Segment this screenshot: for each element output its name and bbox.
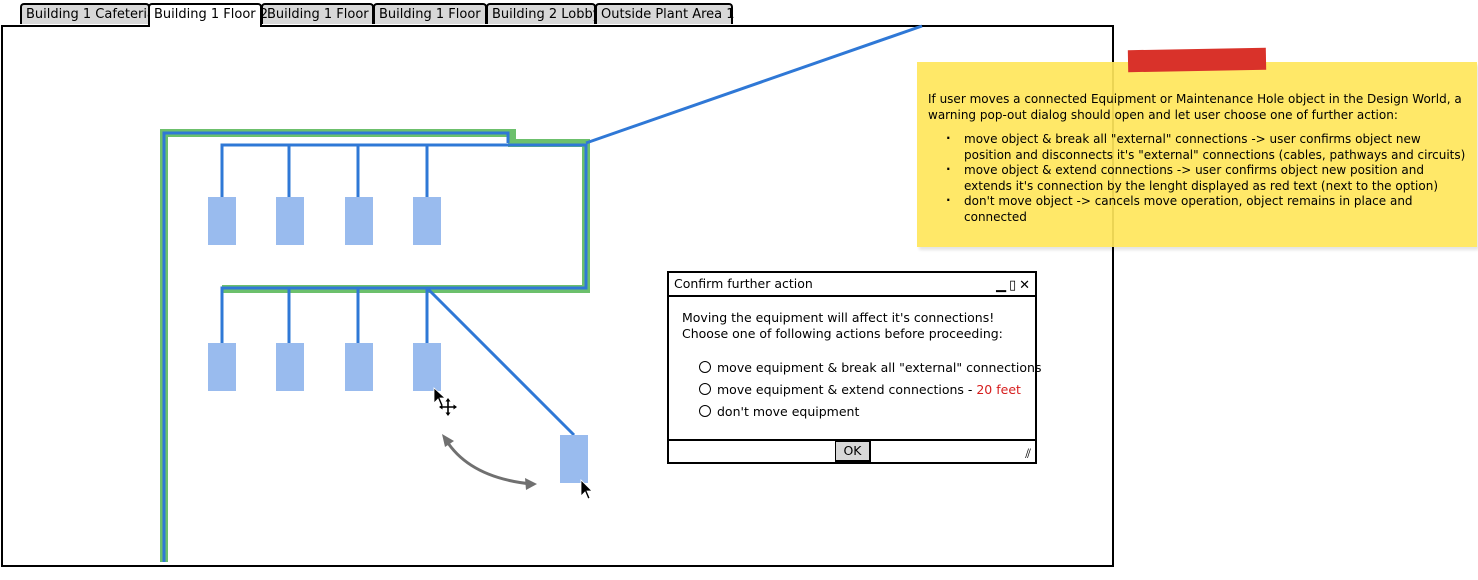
dialog-footer: OK ⫽ [669,439,1035,464]
sticky-note-text: If user moves a connected Equipment or M… [928,92,1468,225]
sticky-tape [1127,47,1267,73]
radio-button[interactable] [699,361,711,373]
callout-line [585,24,923,145]
close-icon[interactable]: ✕ [1019,278,1031,293]
equipment-box[interactable] [208,197,236,245]
option-break-connections[interactable]: move equipment & break all "external" co… [699,360,1041,376]
equipment-box-original-position[interactable] [413,343,441,391]
tab-building-1-floor-3[interactable]: Building 1 Floor 3 [261,3,381,24]
note-list: move object & break all "external" conne… [928,131,1468,225]
move-direction-arrow-icon [442,434,537,490]
note-intro: If user moves a connected Equipment or M… [928,92,1462,122]
equipment-box-moved[interactable] [560,435,588,483]
dialog-title-bar[interactable]: Confirm further action ▁▯✕ [669,273,1035,297]
option-extend-connections[interactable]: move equipment & extend connections - 20… [699,382,1021,398]
tab-building-1-floor-2[interactable]: Building 1 Floor 2 [148,3,268,27]
equipment-box[interactable] [345,197,373,245]
maximize-icon[interactable]: ▯ [1008,278,1018,293]
dialog-message-line-1: Moving the equipment will affect it's co… [682,310,995,325]
option-label: move equipment & break all "external" co… [717,360,1042,375]
equipment-box[interactable] [208,343,236,391]
resize-grip-icon[interactable]: ⫽ [1025,447,1031,462]
note-item: move object & extend connections -> user… [946,162,1468,194]
minimize-icon[interactable]: ▁ [995,278,1007,293]
confirm-dialog: Confirm further action ▁▯✕ Moving the eq… [667,271,1041,464]
tab-building-1-cafeteria[interactable]: Building 1 Cafeteria [20,3,155,24]
note-item: move object & break all "external" conne… [946,131,1468,163]
equipment-box[interactable] [413,197,441,245]
tab-building-2-lobby[interactable]: Building 2 Lobby [486,3,600,24]
option-label: move equipment & extend connections - [717,382,977,397]
cable-network [162,24,923,562]
dialog-title: Confirm further action [674,276,813,291]
pointer-cursor-icon [580,479,593,500]
equipment-box[interactable] [345,343,373,391]
radio-button[interactable] [699,383,711,395]
ok-button[interactable]: OK [835,441,871,462]
radio-button[interactable] [699,405,711,417]
equipment-box[interactable] [276,343,304,391]
note-item: don't move object -> cancels move operat… [946,193,1468,225]
option-label: don't move equipment [717,404,860,419]
window-controls: ▁▯✕ [994,275,1031,297]
extend-length-value: 20 feet [976,382,1021,397]
tab-outside-plant-area-1[interactable]: Outside Plant Area 1 [595,3,735,24]
dialog-message: Moving the equipment will affect it's co… [682,310,1003,342]
dialog-message-line-2: Choose one of following actions before p… [682,326,1003,341]
option-dont-move[interactable]: don't move equipment [699,404,859,420]
equipment-box[interactable] [276,197,304,245]
move-cursor-icon [433,387,457,416]
